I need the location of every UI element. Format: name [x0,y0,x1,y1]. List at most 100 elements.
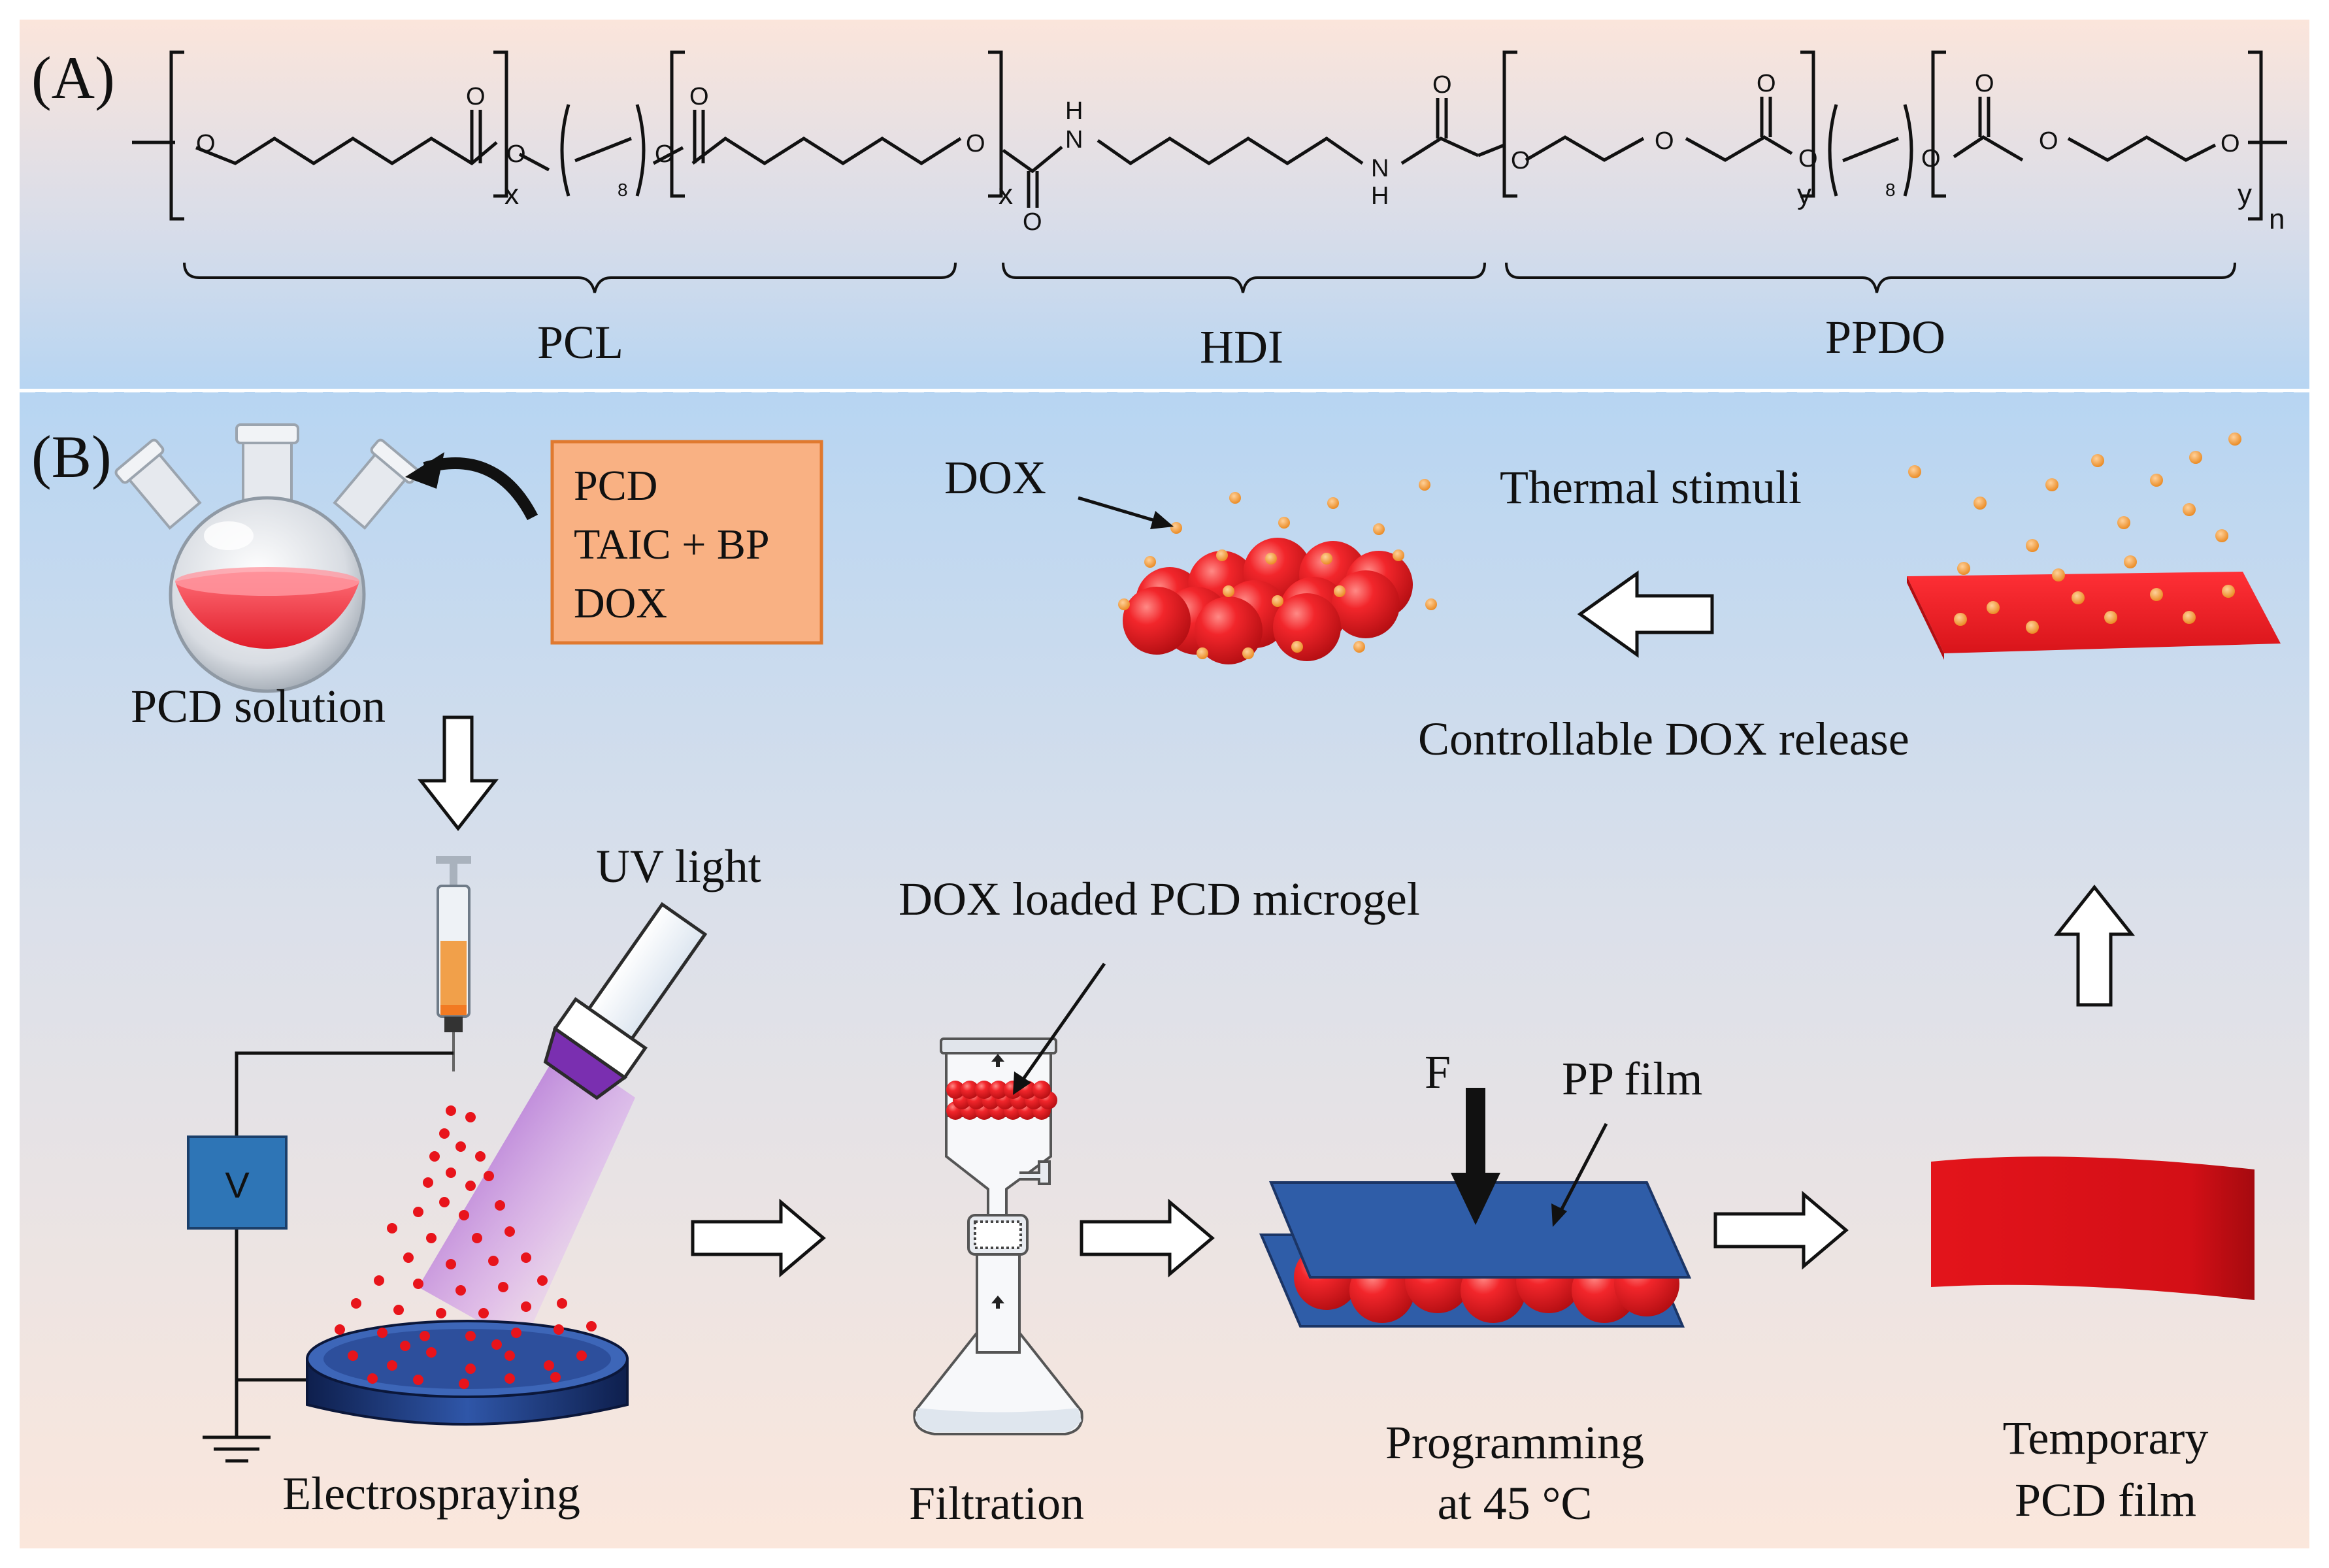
force-arrow-icon [1451,1088,1500,1225]
spray-droplet [465,1181,476,1191]
reagent-pcd: PCD [574,462,657,510]
spray-droplet [455,1285,466,1296]
filter-bead [975,1081,993,1099]
dish-droplet [387,1360,397,1371]
spray-droplet [488,1256,499,1266]
reagent-box [550,440,823,645]
svg-text:O: O [1921,145,1941,172]
pp-film-top [1269,1181,1692,1279]
spray-droplet [498,1282,508,1292]
dox-particle [1987,601,2000,614]
dish-droplet [413,1375,423,1385]
dox-pointer-arrow [1078,496,1163,525]
polymer-atoms: O O O O O O O N H N H O O O O O O O O O [196,70,2240,236]
svg-text:x: x [504,178,519,210]
dish-droplet [367,1373,378,1384]
filter-bead [1032,1081,1051,1099]
temporary-pcd-film [1931,1156,2255,1300]
dox-particle [2150,588,2163,601]
spray-droplet [374,1275,384,1286]
voltage-source-box [187,1135,288,1230]
dox-particle [1974,497,1987,510]
reagent-add-arrow [423,457,538,521]
dish-droplet [576,1350,587,1361]
spray-droplet [377,1328,388,1338]
dox-particle [2104,611,2117,624]
dox-particle [1291,641,1303,653]
arrow-to-filtration [691,1198,826,1278]
spray-droplet [478,1308,489,1318]
svg-text:O: O [689,83,709,110]
spray-droplet [465,1331,476,1341]
dox-particle [1334,585,1346,597]
panel-a-background [20,20,2309,389]
dox-particle [1373,523,1385,535]
dish-droplet [426,1347,437,1358]
recovered-film-sheet [1907,572,2281,653]
svg-text:O: O [2039,127,2058,155]
microgel-bead [1273,593,1341,661]
dox-particle [1954,613,1967,626]
dox-particle [2150,474,2163,487]
spray-droplet [553,1324,564,1335]
dish-droplet [491,1339,502,1350]
spray-droplet [472,1233,482,1243]
dox-particle [1393,549,1404,561]
voltage-label: V [225,1164,250,1205]
spray-droplet [335,1324,345,1335]
spray-droplet [393,1305,404,1315]
recovered-film-edge [1907,576,1944,660]
svg-text:8: 8 [1885,180,1896,200]
dox-particle [1278,517,1290,529]
dox-particle [2026,539,2039,552]
filter-beads [946,1081,1057,1120]
left-arrow-release [1577,570,1714,658]
panel-a-label: (A) [31,44,115,111]
dox-pointer-arrowhead [1150,511,1174,529]
svg-text:y: y [1797,178,1811,210]
microgel-label: DOX loaded PCD microgel [899,873,1420,925]
spray-droplet [446,1105,456,1116]
dox-particle [1353,641,1365,653]
dox-particle [2183,611,2196,624]
step-programming-label-line1: Programming [1385,1416,1644,1469]
spray-droplet [521,1252,531,1263]
released-microgel-cluster [1123,538,1413,664]
svg-text:O: O [1975,70,1994,97]
sheet-dox-particles [1908,433,2241,634]
electrical-circuit [203,1051,454,1463]
dox-particle [2215,529,2228,542]
spray-droplet [459,1210,469,1220]
spray-droplet [439,1197,450,1207]
dish-droplet [400,1341,410,1351]
microgel-bead [1332,570,1400,638]
dox-particle [2072,591,2085,604]
spray-droplet [420,1331,430,1341]
spray-droplet [484,1171,494,1181]
dox-particle [1327,497,1339,509]
pp-film-label: PP film [1562,1053,1702,1105]
dox-particle [2228,433,2241,446]
svg-text:O: O [466,83,486,110]
step-electrospraying-label: Electrospraying [282,1467,580,1520]
up-arrow-to-release [2053,884,2136,1007]
uv-light-label: UV light [596,840,761,892]
svg-text:N: N [1065,126,1083,154]
spray-droplet [475,1151,486,1162]
dox-particle [1242,647,1254,659]
svg-text:H: H [1065,97,1083,125]
svg-text:N: N [1371,155,1389,182]
dish-droplet [550,1372,561,1382]
dox-particle [1321,553,1332,564]
dox-particle [1908,465,1921,478]
spray-droplet [537,1275,548,1286]
reagent-taic-bp: TAIC + BP [574,521,770,568]
dox-particle [2091,454,2104,467]
dox-particle [1229,492,1241,504]
dox-particle [1118,598,1130,610]
collector-dish-icon [306,1320,629,1426]
spray-droplet [439,1128,450,1139]
svg-text:x: x [999,178,1013,210]
dish-droplet [544,1360,554,1371]
